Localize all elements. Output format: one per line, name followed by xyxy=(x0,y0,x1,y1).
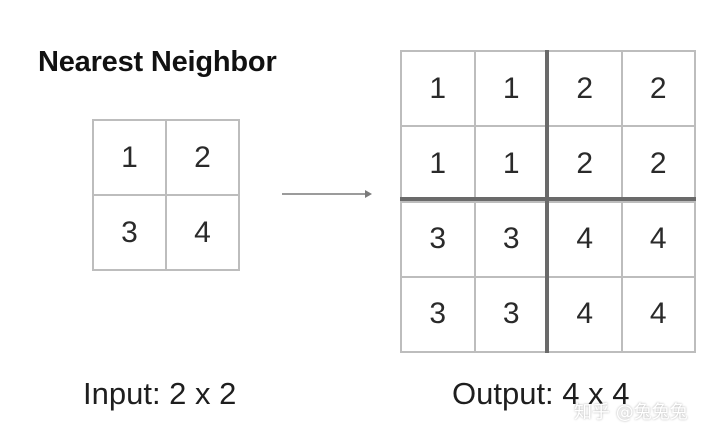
output-cell: 3 xyxy=(475,277,547,351)
output-cell: 2 xyxy=(549,127,621,201)
input-cell: 2 xyxy=(167,121,238,194)
right-arrow-icon xyxy=(282,190,372,198)
output-cell: 3 xyxy=(402,202,474,276)
output-cell: 3 xyxy=(475,202,547,276)
input-cell: 4 xyxy=(167,196,238,269)
output-cell: 4 xyxy=(549,202,621,276)
output-cell: 1 xyxy=(402,127,474,201)
input-cell: 1 xyxy=(94,121,165,194)
watermark: 知乎 @兔兔兔 xyxy=(574,402,688,423)
input-caption: Input: 2 x 2 xyxy=(83,376,237,411)
output-cell: 2 xyxy=(549,52,621,126)
input-cell: 3 xyxy=(94,196,165,269)
output-cell: 1 xyxy=(402,52,474,126)
output-caption: Output: 4 x 4 xyxy=(452,376,630,411)
output-cell: 4 xyxy=(549,277,621,351)
quadrant-divider-horizontal xyxy=(400,197,696,201)
output-cell: 3 xyxy=(402,277,474,351)
output-cell: 2 xyxy=(622,127,694,201)
output-cell: 4 xyxy=(622,277,694,351)
input-grid: 1 2 3 4 xyxy=(92,119,240,271)
quadrant-divider-vertical xyxy=(545,50,549,353)
diagram-title: Nearest Neighbor xyxy=(38,46,277,78)
output-cell: 4 xyxy=(622,202,694,276)
output-cell: 1 xyxy=(475,127,547,201)
output-cell: 1 xyxy=(475,52,547,126)
output-cell: 2 xyxy=(622,52,694,126)
